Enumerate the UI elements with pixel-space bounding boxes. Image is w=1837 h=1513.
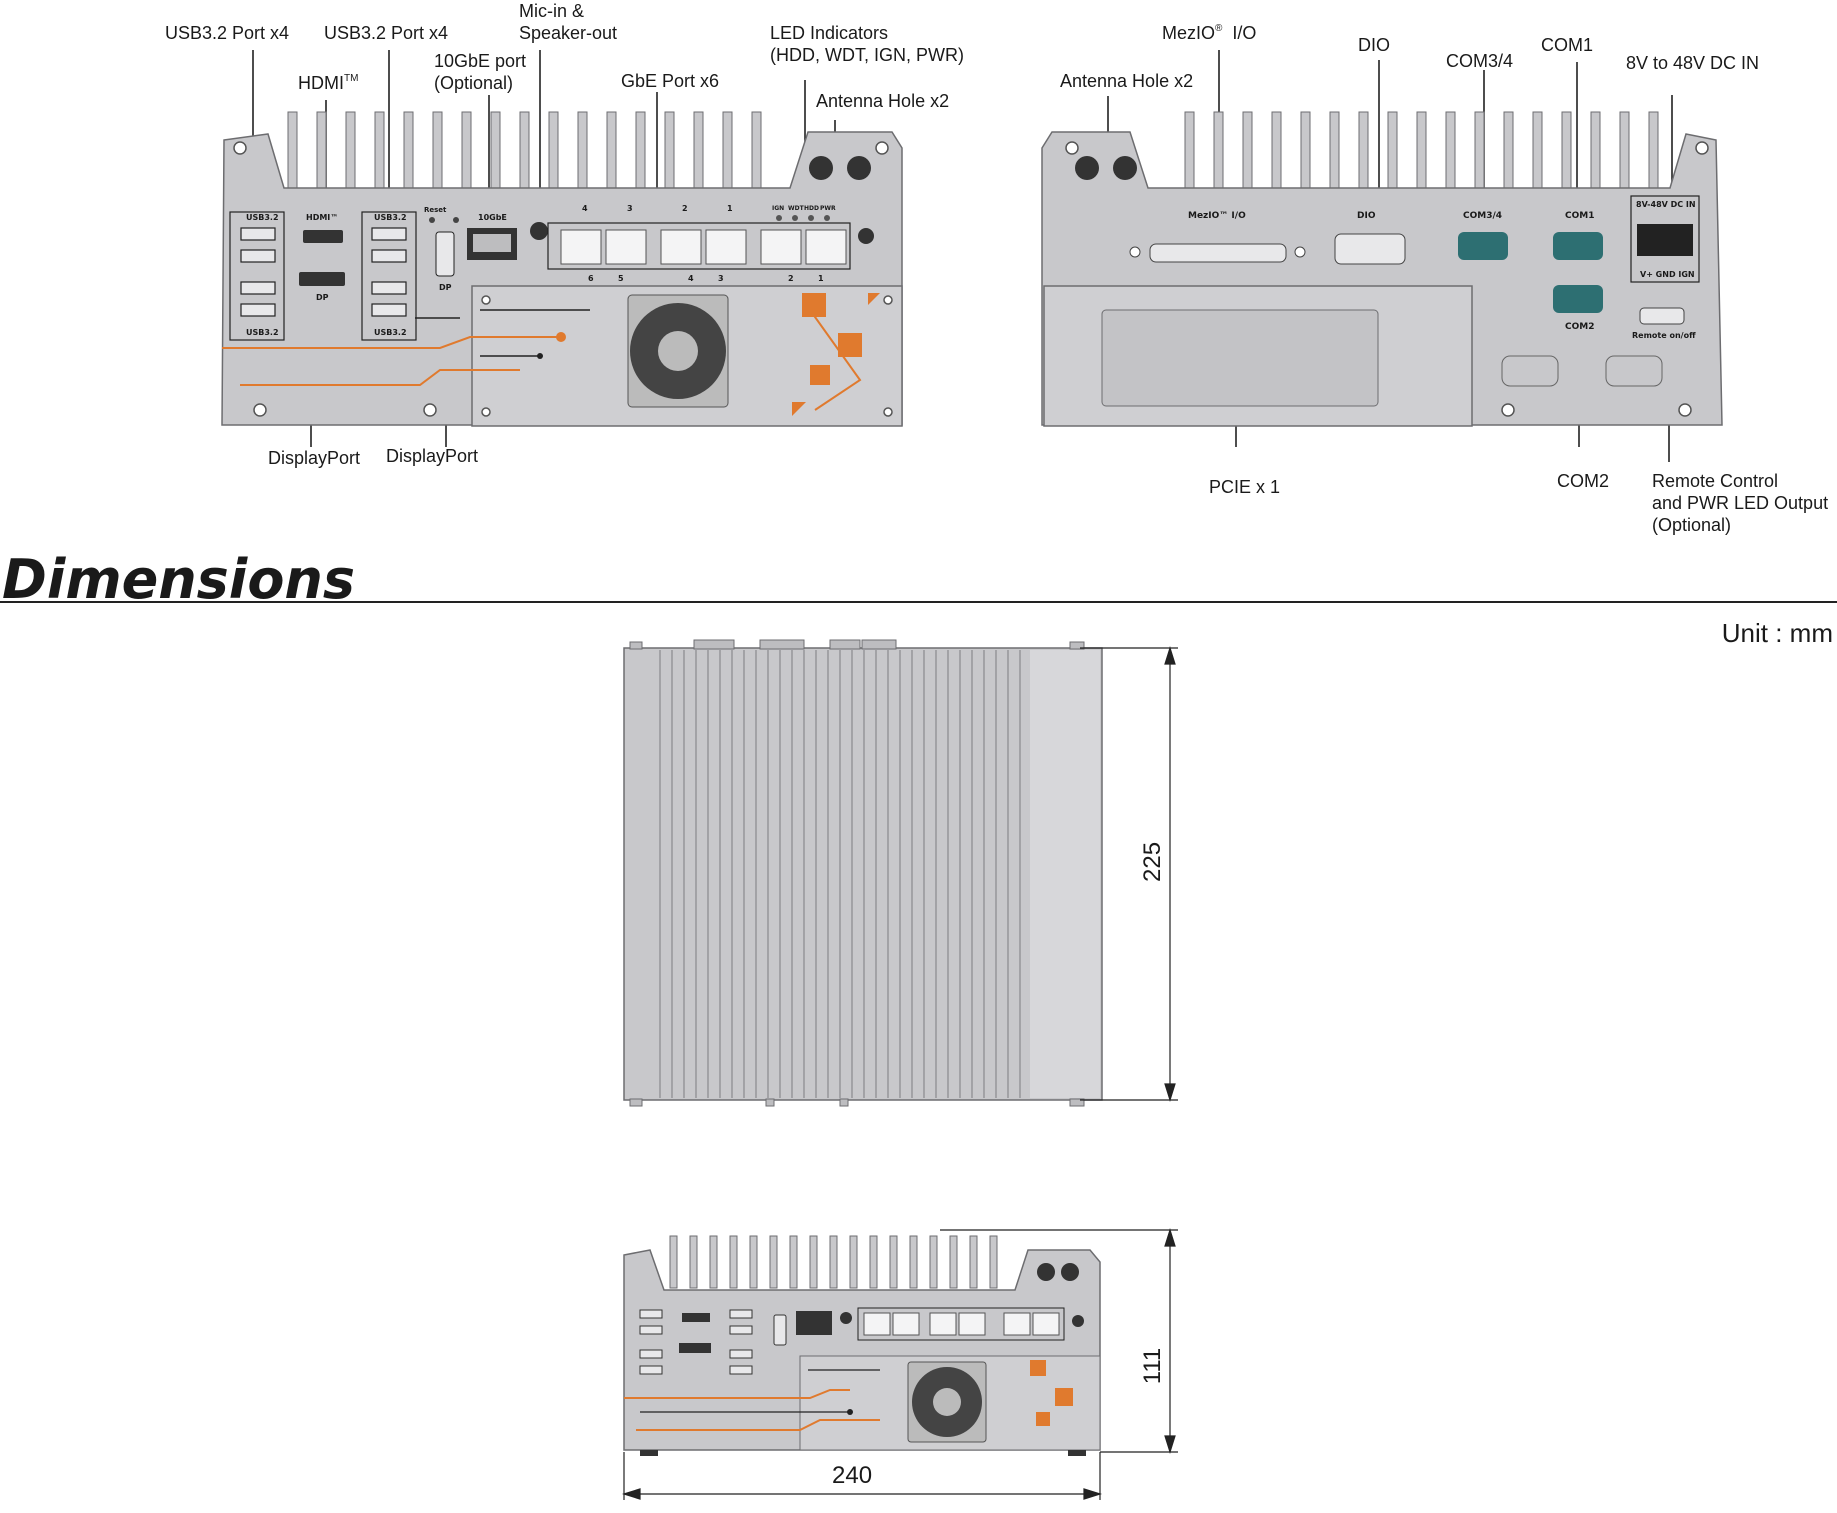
callout-hdmi-tm: TM <box>344 73 359 84</box>
callout-hdmi: HDMITM <box>298 72 358 94</box>
callout-antenna-front: Antenna Hole x2 <box>816 91 950 111</box>
depth-dimension-label: 225 <box>1139 841 1166 882</box>
rear-com1-label: COM1 <box>1565 211 1595 221</box>
callout-antenna-rear: Antenna Hole x2 <box>1060 71 1194 91</box>
front-led-wdt: WDT <box>788 205 804 212</box>
rear-panel-illustration <box>1041 50 1723 462</box>
front-led-hdd: HDD <box>804 205 819 212</box>
callout-usb-right: USB3.2 Port x4 <box>324 23 449 43</box>
front-lan-bottom-1: 1 <box>818 274 824 283</box>
callout-displayport-1: DisplayPort <box>268 448 361 468</box>
callout-10gbe-line1: 10GbE port <box>434 51 527 71</box>
front-usb-top-right: USB3.2 <box>374 213 407 222</box>
rear-com2-label: COM2 <box>1565 322 1595 332</box>
front-10gbe-label: 10GbE <box>478 213 507 222</box>
front-led-pwr: PWR <box>820 205 836 212</box>
rear-com34-label: COM3/4 <box>1463 211 1503 221</box>
unit-label: Unit : mm <box>1721 618 1833 648</box>
callout-remote-line3: (Optional) <box>1652 515 1732 535</box>
callout-mezio: MezIO® I/O <box>1162 22 1256 44</box>
front-dp-label: DP <box>316 293 329 302</box>
width-dimension-line <box>621 1452 1103 1500</box>
front-lan-num-1: 1 <box>727 204 733 213</box>
callout-led-line2: (HDD, WDT, IGN, PWR) <box>770 45 964 65</box>
callout-mic-line1: Mic-in & <box>519 1 585 21</box>
callout-dio: DIO <box>1358 35 1391 55</box>
callout-displayport-2: DisplayPort <box>386 446 479 466</box>
front-led-ign: IGN <box>772 205 785 212</box>
callout-com2: COM2 <box>1557 471 1610 491</box>
front-lan-bottom-5: 5 <box>618 274 624 283</box>
front-lan-bottom-6: 6 <box>588 274 594 283</box>
rear-dio-label: DIO <box>1357 211 1376 221</box>
section-title: Dimensions <box>2 548 356 611</box>
height-dimension-line <box>940 1227 1178 1455</box>
front-panel-illustration <box>221 50 903 447</box>
depth-dimension-line <box>1080 645 1178 1103</box>
front-lan-bottom-2: 2 <box>788 274 794 283</box>
top-view-fins <box>659 650 1021 1098</box>
front-reset-label: Reset <box>424 206 447 214</box>
top-view-drawing <box>623 639 1178 1107</box>
callout-com34: COM3/4 <box>1446 51 1514 71</box>
front-lan-bottom-4: 4 <box>688 274 694 283</box>
callout-remote-line1: Remote Control <box>1652 471 1779 491</box>
callout-mic-line2: Speaker-out <box>519 23 618 43</box>
rear-chassis <box>1041 111 1723 427</box>
front-hdmi-label: HDMI™ <box>306 213 339 222</box>
callout-mezio-io: I/O <box>1232 23 1257 43</box>
front-view-drawing <box>621 1227 1178 1500</box>
callout-led-line1: LED Indicators <box>770 23 889 43</box>
rear-mezio-label: MezIO™ I/O <box>1188 211 1246 221</box>
callout-gbe: GbE Port x6 <box>621 71 720 91</box>
front-usb-top-left: USB3.2 <box>246 213 279 222</box>
width-dimension-label: 240 <box>832 1462 873 1489</box>
callout-remote-line2: and PWR LED Output <box>1652 493 1829 513</box>
rear-dc-title: 8V-48V DC IN <box>1636 200 1696 209</box>
callout-10gbe-line2: (Optional) <box>434 73 514 93</box>
callout-com1: COM1 <box>1541 35 1594 55</box>
front-usb-bottom-right: USB3.2 <box>374 328 407 337</box>
rear-dc-pins: V+ GND IGN <box>1640 270 1695 279</box>
front-orange-traces <box>222 309 862 411</box>
callout-mezio-reg: ® <box>1215 23 1223 34</box>
callout-hdmi-text: HDMI <box>298 73 344 93</box>
front-chassis <box>221 111 903 427</box>
height-dimension-label: 111 <box>1139 1347 1166 1385</box>
front-lan-bottom-3: 3 <box>718 274 724 283</box>
callout-mezio-text: MezIO <box>1162 23 1216 43</box>
callout-usb-left: USB3.2 Port x4 <box>165 23 290 43</box>
callout-pcie: PCIE x 1 <box>1209 477 1281 497</box>
rear-remote-label: Remote on/off <box>1632 331 1696 340</box>
front-usb-bottom-left: USB3.2 <box>246 328 279 337</box>
callout-dcin: 8V to 48V DC IN <box>1626 53 1760 73</box>
front-lan-num-2: 2 <box>682 204 688 213</box>
front-lan-num-4: 4 <box>582 204 588 213</box>
front-lan-num-3: 3 <box>627 204 633 213</box>
section-divider <box>0 601 1837 603</box>
front-dp-vertical-label: DP <box>439 283 452 292</box>
